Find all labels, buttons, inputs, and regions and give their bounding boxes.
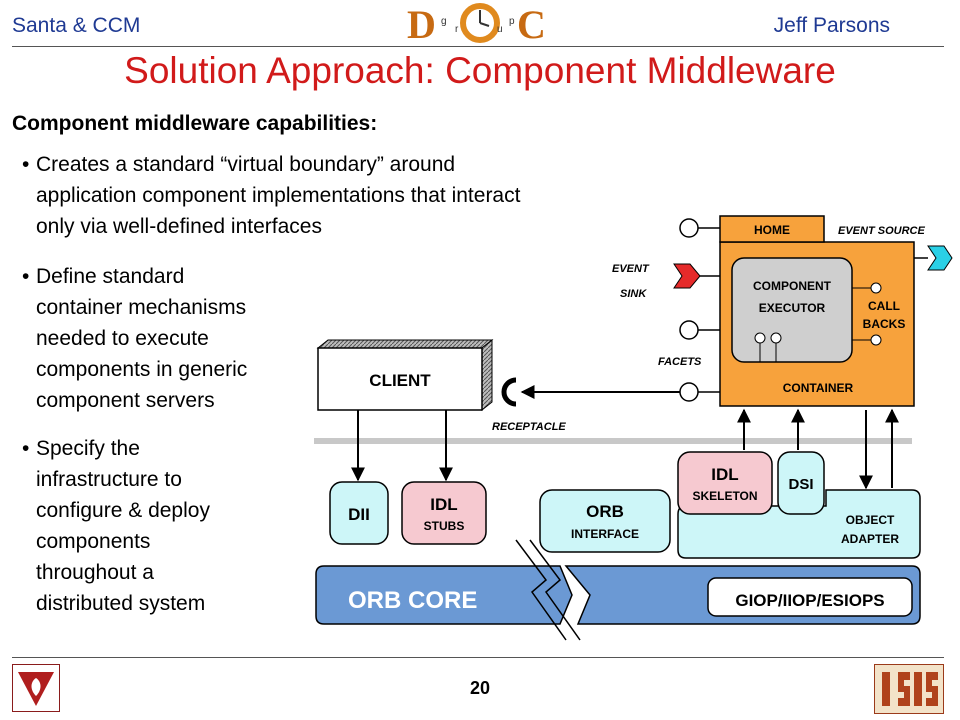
svg-text:p: p	[509, 16, 515, 27]
svg-text:g: g	[441, 16, 447, 27]
orb-interface-box	[539, 489, 671, 553]
callback-port-1	[870, 282, 882, 294]
section-subheading: Component middleware capabilities:	[12, 112, 378, 135]
bullet-line: application component implementations th…	[36, 184, 521, 207]
client-box-top	[316, 339, 494, 349]
event-source-label: EVENT SOURCE	[838, 225, 925, 237]
giop-label: GIOP/IIOP/ESIOPS	[735, 591, 884, 610]
bullet-line: distributed system	[36, 592, 206, 615]
idl-skeleton-label-2: SKELETON	[692, 489, 757, 503]
bullet-line: needed to execute	[36, 327, 209, 350]
isis-logo	[874, 664, 944, 714]
facet-port	[679, 320, 699, 340]
idl-stubs-box	[401, 481, 487, 545]
header-right-text: Jeff Parsons	[773, 14, 890, 37]
orb-core-label: ORB CORE	[348, 587, 477, 614]
logo-letter-d: D	[407, 2, 436, 44]
dii-label: DII	[348, 505, 370, 524]
dii-box	[329, 481, 389, 545]
object-adapter-label-1: OBJECT	[846, 513, 895, 527]
svg-text:r: r	[455, 24, 459, 35]
doc-group-logo: D C g r u p	[407, 2, 546, 44]
bullet-line: container mechanisms	[36, 296, 247, 319]
bullet-dot: •	[22, 265, 30, 288]
bullet-line: only via well-defined interfaces	[36, 215, 322, 238]
idl-skeleton-label-1: IDL	[711, 465, 738, 484]
page-number: 20	[469, 678, 491, 698]
receptacle-port	[501, 377, 517, 407]
callbacks-label-2: BACKS	[863, 317, 906, 331]
event-label: EVENT	[612, 263, 650, 275]
bullet-line: infrastructure to	[36, 468, 182, 491]
home-box	[719, 215, 825, 243]
idl-skeleton-box	[677, 451, 773, 515]
dsi-box	[777, 451, 825, 515]
logo-letter-c: C	[517, 2, 546, 44]
giop-box	[707, 577, 913, 617]
receptacle-label: RECEPTACLE	[492, 421, 566, 433]
home-facet-port	[679, 218, 699, 238]
executor-port-2	[770, 332, 782, 344]
bullet-line: components in generic	[36, 358, 248, 381]
orb-interface-label-1: ORB	[586, 502, 624, 521]
bullet-line: Define standard	[36, 265, 185, 288]
logo-clock-ring	[460, 3, 500, 43]
home-label: HOME	[754, 223, 790, 237]
footer-divider	[12, 657, 944, 658]
slide-title: Solution Approach: Component Middleware	[124, 50, 836, 91]
event-sink-port	[673, 263, 701, 289]
dsi-label: DSI	[788, 476, 813, 493]
client-label: CLIENT	[369, 371, 431, 390]
callback-port-2	[870, 334, 882, 346]
break-line-right	[529, 539, 581, 641]
object-adapter-label-2: ADAPTER	[841, 532, 899, 546]
orb-interface-label-2: INTERFACE	[571, 527, 639, 541]
container-label: CONTAINER	[783, 381, 854, 395]
header-left-text: Santa & CCM	[12, 14, 141, 37]
bullet-dot: •	[22, 437, 30, 460]
vanderbilt-logo	[12, 664, 60, 712]
receptacle-target-port	[679, 382, 699, 402]
executor-label: EXECUTOR	[759, 301, 826, 315]
callbacks-label-1: CALL	[868, 299, 900, 313]
sink-label: SINK	[620, 288, 647, 300]
component-label: COMPONENT	[753, 279, 832, 293]
facets-label: FACETS	[658, 356, 702, 368]
event-source-port	[927, 245, 953, 271]
break-line-left	[515, 539, 567, 641]
client-box	[317, 347, 483, 411]
bullet-line: component servers	[36, 389, 215, 412]
svg-text:u: u	[497, 24, 503, 35]
idl-stubs-label-2: STUBS	[424, 519, 465, 533]
bullet-line: components	[36, 530, 151, 553]
client-box-side	[481, 338, 493, 412]
bullet-line: configure & deploy	[36, 499, 210, 522]
bullet-line: throughout a	[36, 561, 154, 584]
idl-stubs-label-1: IDL	[430, 495, 457, 514]
header-divider	[12, 46, 944, 47]
bullet-line: Specify the	[36, 437, 140, 460]
executor-port-1	[754, 332, 766, 344]
orb-core-bar-left	[315, 565, 573, 625]
bullet-line: Creates a standard “virtual boundary” ar…	[36, 153, 456, 176]
bullet-dot: •	[22, 153, 30, 176]
orb-boundary-line	[314, 438, 912, 444]
